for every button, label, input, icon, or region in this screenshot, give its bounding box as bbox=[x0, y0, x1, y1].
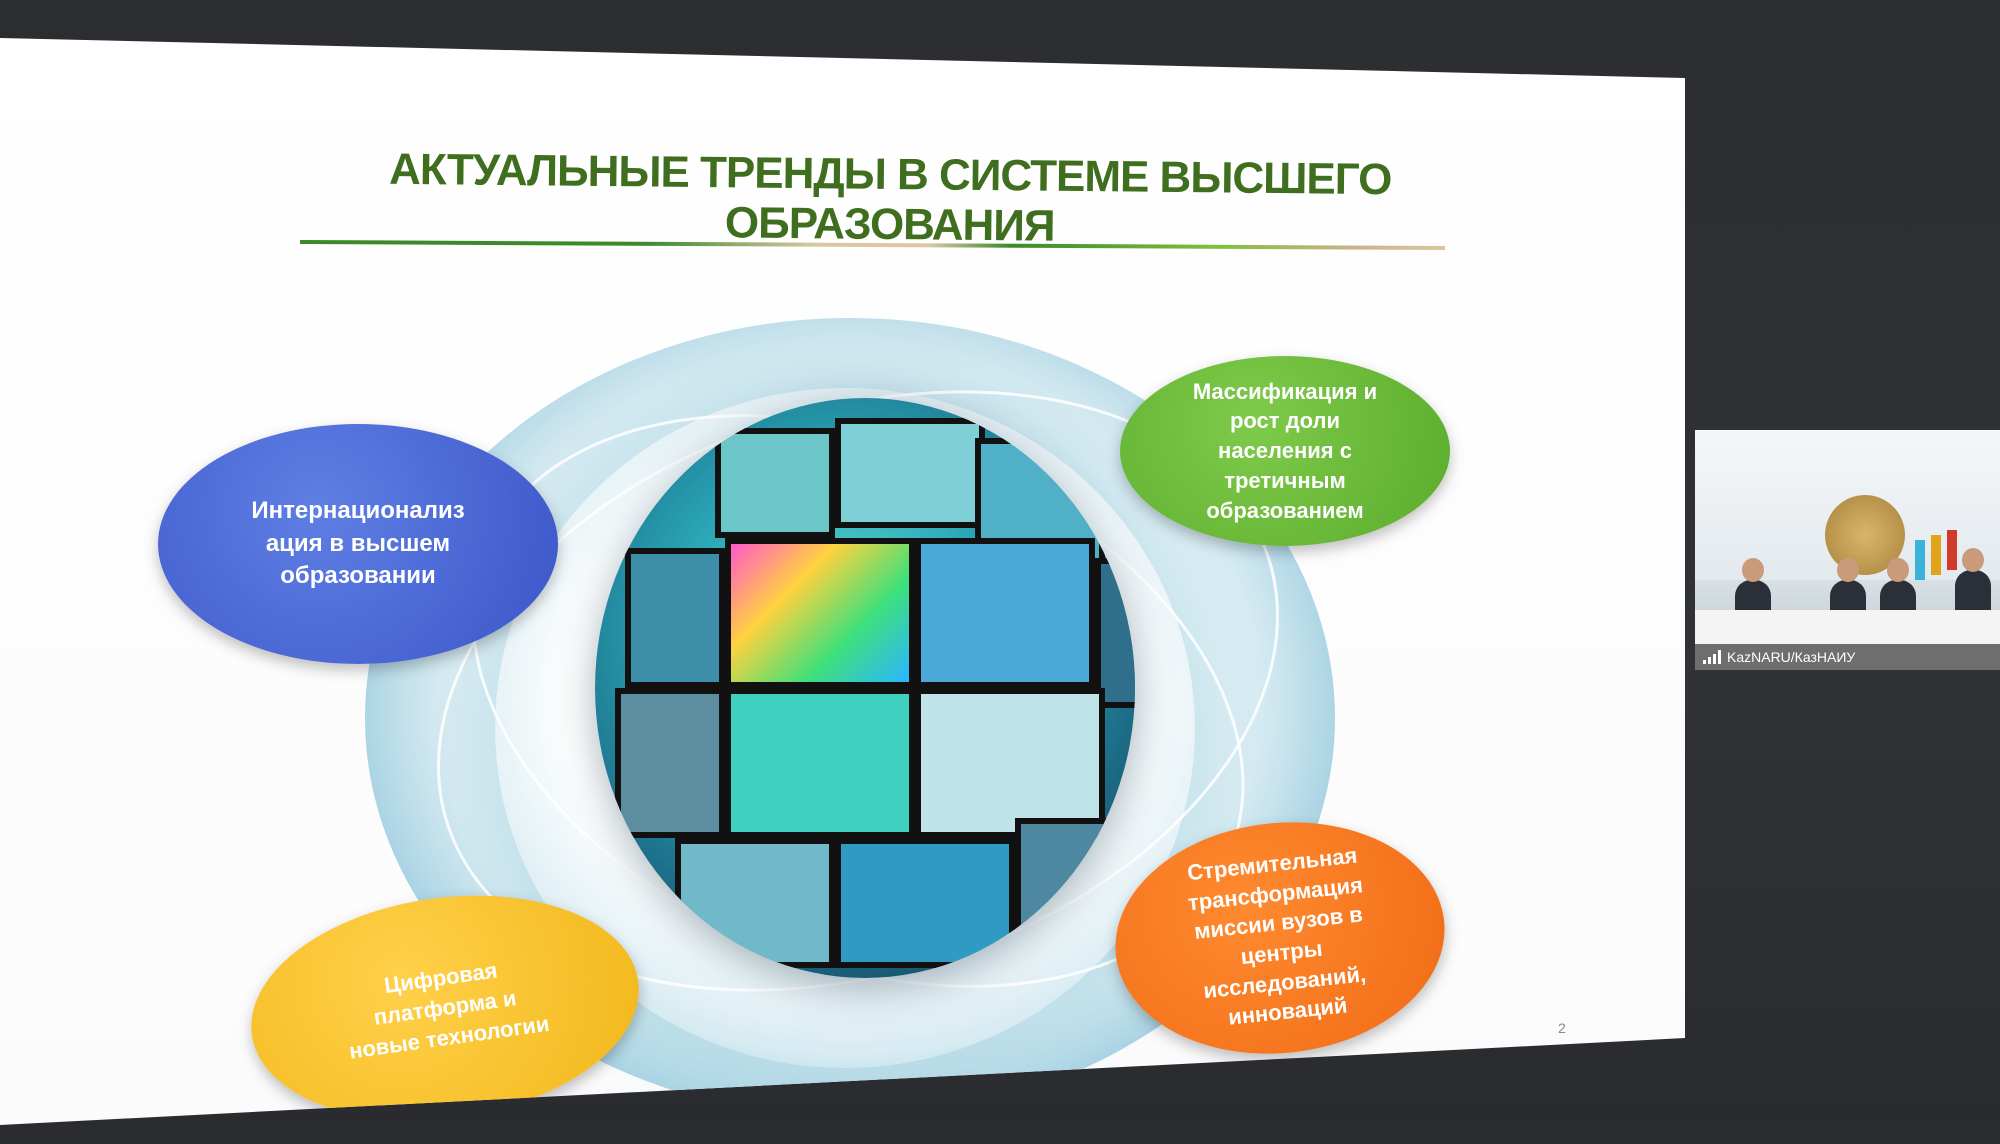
sphere-tile bbox=[725, 688, 915, 838]
presentation-slide: АКТУАЛЬНЫЕ ТРЕНДЫ В СИСТЕМЕ ВЫСШЕГО ОБРА… bbox=[0, 38, 1685, 1125]
bubble-massification-text: Массификация и рост доли населения с тре… bbox=[1192, 378, 1378, 523]
participant-video-tile[interactable]: KazNARU/КазНАИУ bbox=[1695, 430, 2000, 670]
bubble-internationalization: Интернационализ ация в высшем образовани… bbox=[158, 424, 558, 664]
sphere-tile bbox=[835, 418, 985, 528]
media-sphere bbox=[595, 398, 1135, 978]
flag-icon bbox=[1931, 535, 1941, 575]
bubble-digital-platform-text: Цифровая платформа и новые технологии bbox=[347, 957, 551, 1064]
flag-icon bbox=[1915, 540, 1925, 580]
sphere-tile bbox=[915, 538, 1095, 688]
bubble-transformation-text: Стремительная трансформация миссии вузов… bbox=[1186, 842, 1368, 1031]
sphere-tile bbox=[915, 688, 1105, 838]
sphere-tile bbox=[1015, 818, 1135, 948]
sphere-tile bbox=[715, 428, 835, 538]
flag-icon bbox=[1947, 530, 1957, 570]
bubble-massification: Массификация и рост доли населения с тре… bbox=[1120, 356, 1450, 546]
participant-name-bar: KazNARU/КазНАИУ bbox=[1695, 644, 2000, 670]
sphere-tile bbox=[625, 548, 725, 688]
participant-label: KazNARU/КазНАИУ bbox=[1727, 649, 1856, 665]
bubble-internationalization-text: Интернационализ ация в высшем образовани… bbox=[251, 497, 465, 590]
participant-head bbox=[1742, 558, 1764, 582]
participant-head bbox=[1887, 558, 1909, 582]
sphere-tile bbox=[615, 688, 725, 838]
participant-head bbox=[1837, 558, 1859, 582]
sphere-tile bbox=[725, 538, 915, 688]
sphere-tile bbox=[675, 838, 835, 968]
sphere-tile bbox=[835, 838, 1015, 968]
participant-head bbox=[1962, 548, 1984, 572]
slide-page-number: 2 bbox=[1558, 1020, 1566, 1036]
signal-strength-icon bbox=[1703, 650, 1721, 664]
sphere-tile bbox=[1095, 558, 1135, 708]
slide-title: АКТУАЛЬНЫЕ ТРЕНДЫ В СИСТЕМЕ ВЫСШЕГО ОБРА… bbox=[388, 144, 1392, 251]
